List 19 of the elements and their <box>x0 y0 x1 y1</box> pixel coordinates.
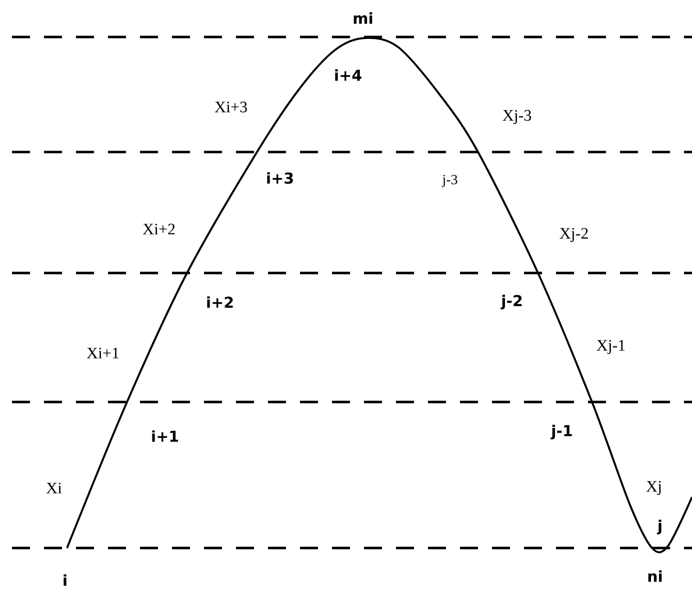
index-label: mi <box>354 12 372 24</box>
index-label: ni <box>648 570 662 582</box>
variable-label: Xi+3 <box>214 102 247 112</box>
index-label: i <box>64 574 66 586</box>
variable-label: Xi+1 <box>86 348 119 358</box>
index-label: i+2 <box>207 296 233 308</box>
variable-label: Xi+2 <box>142 224 175 234</box>
variable-label: Xj-3 <box>502 110 532 124</box>
index-label: i+3 <box>267 172 293 184</box>
variable-label: Xi <box>46 482 62 494</box>
variable-label: Xj-2 <box>560 228 588 242</box>
index-label: i+4 <box>335 69 362 81</box>
variable-label: j-3 <box>442 174 458 188</box>
index-label: j <box>656 520 662 534</box>
variable-label: Xj-1 <box>596 340 625 354</box>
index-label: j-1 <box>550 424 572 440</box>
variable-label: Xj <box>646 481 661 495</box>
index-label: j-2 <box>500 294 522 310</box>
index-label: i+1 <box>152 430 178 442</box>
